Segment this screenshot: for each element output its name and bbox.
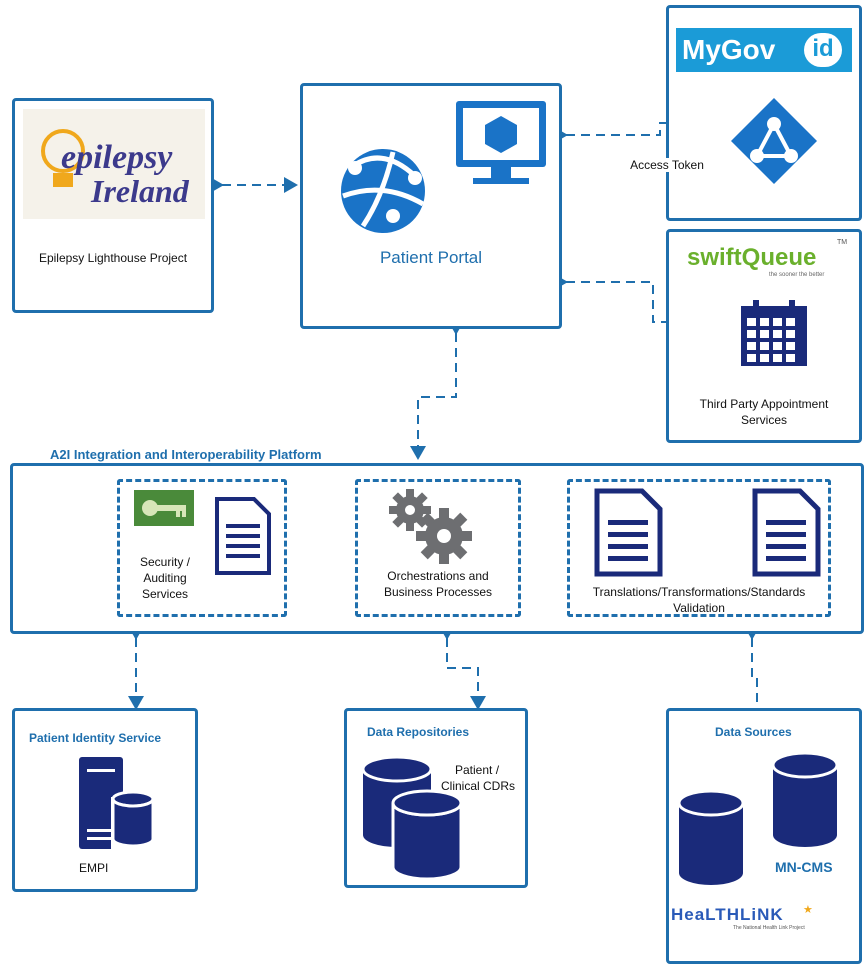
swiftqueue-box: swiftQueue TM the sooner the better Thir…: [666, 229, 862, 443]
data-repositories-box: Data Repositories Patient / Clinical CDR…: [344, 708, 528, 888]
translation-group: Translations/Transformations/Standards V…: [567, 479, 831, 617]
swiftqueue-tagline: the sooner the better: [769, 272, 825, 278]
connector-portal-platform: [410, 321, 464, 460]
epilepsy-ireland-logo: epilepsy Ireland: [23, 109, 205, 219]
epilepsy-logo-line2: Ireland: [91, 173, 189, 209]
mn-cms-database-icon: [771, 751, 839, 847]
connector-platform-sources: [744, 626, 760, 708]
swiftqueue-tm: TM: [837, 239, 848, 246]
epilepsy-bulb-icon: [41, 129, 85, 187]
orchestration-caption-line1: Orchestrations and: [387, 569, 489, 583]
healthlink-database-icon: [677, 789, 745, 885]
healthlink-logo-subtitle: The National Health Link Project: [733, 925, 805, 931]
empi-caption: EMPI: [79, 861, 109, 875]
swiftqueue-caption-line1: Third Party Appointment: [699, 397, 829, 411]
data-sources-box: Data Sources MN-CMS HeaLTHLiNK The Natio…: [666, 708, 862, 964]
healthlink-logo: HeaLTHLiNK The National Health Link Proj…: [671, 903, 821, 939]
healthlink-logo-text: HeaLTHLiNK: [671, 905, 784, 924]
epilepsy-logo-line1: epilepsy: [61, 139, 173, 176]
patient-identity-box: Patient Identity Service EMPI: [12, 708, 198, 892]
orchestration-group: Orchestrations and Business Processes: [355, 479, 521, 617]
security-caption-line1: Security /: [139, 555, 190, 569]
epilepsy-box: epilepsy Ireland Epilepsy Lighthouse Pro…: [12, 98, 214, 313]
connector-platform-repos: [439, 626, 486, 710]
monitor-icon: [456, 101, 546, 184]
calendar-icon: [741, 300, 807, 366]
target-document-icon: [752, 488, 821, 577]
epilepsy-caption: Epilepsy Lighthouse Project: [38, 251, 188, 265]
data-repositories-title: Data Repositories: [367, 725, 470, 739]
access-token-label: Access Token: [612, 158, 722, 172]
patient-portal-box: Patient Portal: [300, 83, 562, 329]
gears-icon: [389, 489, 472, 564]
server-database-icon: [79, 757, 155, 849]
security-document-icon: [215, 497, 271, 575]
mygovid-box: MyGov id: [666, 5, 862, 221]
repositories-caption-line1: Patient /: [455, 763, 500, 777]
mygovid-logo-badge: id: [804, 33, 842, 67]
globe-network-icon: [341, 149, 425, 233]
swiftqueue-caption-line2: Services: [740, 413, 787, 427]
mygovid-logo-text: MyGov: [682, 34, 776, 65]
orchestration-caption-line2: Business Processes: [383, 585, 493, 599]
security-caption-line3: Services: [141, 587, 188, 601]
identity-diamond-icon: [731, 98, 817, 184]
security-caption-line2: Auditing: [143, 571, 187, 585]
source-document-icon: [594, 488, 663, 577]
patient-identity-title: Patient Identity Service: [29, 731, 162, 745]
mn-cms-label: MN-CMS: [775, 859, 833, 875]
data-sources-title: Data Sources: [715, 725, 792, 739]
mygovid-logo: MyGov id: [676, 28, 852, 72]
key-icon: [134, 490, 194, 526]
patient-portal-label: Patient Portal: [379, 248, 483, 267]
healthlink-figure-icon: ★: [803, 904, 813, 916]
swiftqueue-logo-text: swiftQueue: [687, 244, 817, 271]
translation-caption-line2: Validation: [673, 601, 725, 615]
repository-database-icon: [361, 755, 463, 881]
security-group: Security / Auditing Services: [117, 479, 287, 617]
repositories-caption-line2: Clinical CDRs: [441, 779, 516, 793]
platform-title: A2I Integration and Interoperability Pla…: [48, 447, 324, 462]
translation-caption-line1: Translations/Transformations/Standards: [570, 585, 828, 599]
